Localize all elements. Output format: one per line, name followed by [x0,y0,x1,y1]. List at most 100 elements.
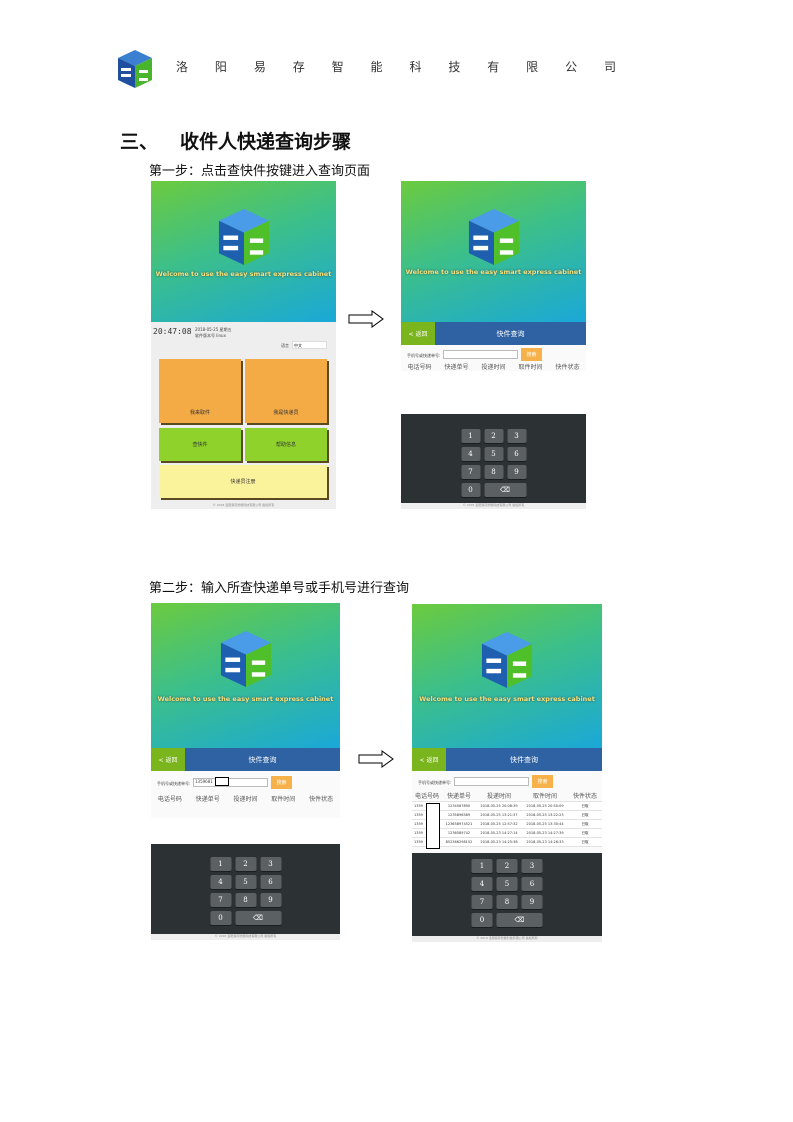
tile-send[interactable]: 我来取件 [159,359,241,423]
company-char: 公 [565,60,578,74]
key-5[interactable]: 5 [496,877,518,891]
footer: © 2018 洛阳易存智能科技有限公司 版权所有 [401,503,586,509]
tile-label: 查快件 [192,442,208,448]
cube-logo-icon [220,631,271,687]
key-3[interactable]: 3 [521,859,543,873]
key-0[interactable]: 0 [210,911,231,925]
title-bar: < 返回快件查询 [401,322,586,345]
company-char: 阳 [214,60,227,74]
key-0[interactable]: 0 [461,483,480,497]
key-0[interactable]: 0 [471,913,493,927]
search-button[interactable]: 搜索 [521,348,542,361]
company-char: 司 [603,60,616,74]
title-bar: < 返回快件查询 [151,748,340,771]
table-cell: 1236589742 [447,831,471,835]
section-title: 收件人快递查询步骤 [180,131,352,153]
date: 2018-05-25 星期五 [195,327,232,332]
tile-register[interactable]: 快递员注册 [159,465,327,498]
backspace-key[interactable]: ⌫ [235,911,281,925]
backspace-key[interactable]: ⌫ [484,483,526,497]
key-5[interactable]: 5 [484,447,503,461]
col-header: 快递单号 [195,795,220,803]
table-cell: 已取 [581,813,589,817]
tile-query[interactable]: 查快件 [159,428,241,461]
tile-courier[interactable]: 我是快递员 [245,359,327,423]
table-cell: 1359 [414,813,423,817]
key-3[interactable]: 3 [507,429,526,443]
table-cell: 2018-05-25 13:22:23 [526,813,564,817]
section-number: 三、 [120,131,159,153]
company-char: 易 [253,60,266,74]
title-bar: < 返回 快件查询 [412,748,602,771]
key-9[interactable]: 9 [521,895,543,909]
language-label: 语言 [281,343,289,348]
key-1[interactable]: 1 [461,429,480,443]
search-input[interactable]: 1359681 [193,778,268,787]
tile-label: 帮助信息 [275,442,296,448]
company-char: 限 [526,60,539,74]
backspace-icon: ⌫ [514,916,525,924]
key-7[interactable]: 7 [461,465,480,479]
key-5[interactable]: 5 [235,875,256,889]
search-input[interactable] [454,777,529,786]
company-name: 洛阳易存智能科技有限公司 [176,58,616,75]
key-6[interactable]: 6 [260,875,281,889]
key-8[interactable]: 8 [484,465,503,479]
back-button[interactable]: < 返回 [151,748,185,771]
cube-logo-icon [468,209,519,265]
key-3[interactable]: 3 [260,857,281,871]
table-cell: 2018-05-25 20:08:39 [480,804,518,808]
language-select[interactable]: 中文 [292,341,327,349]
key-4[interactable]: 4 [471,877,493,891]
table-cell: 1359 [414,831,423,835]
key-9[interactable]: 9 [260,893,281,907]
key-2[interactable]: 2 [496,859,518,873]
key-1[interactable]: 1 [210,857,231,871]
table-cell: 2018-05-23 14:25:38 [480,840,518,844]
key-8[interactable]: 8 [235,893,256,907]
table-cell: 1359 [414,822,423,826]
table-header: 电话号码快递单号投递时间取件时间快件状态 [412,792,602,802]
key-6[interactable]: 6 [521,877,543,891]
cube-logo-icon [218,209,269,265]
welcome-text: Welcome to use the easy smart express ca… [157,695,334,703]
tile-label: 快递员注册 [230,479,256,485]
tile-help[interactable]: 帮助信息 [245,428,327,461]
table-cell: 1235896589 [447,813,471,817]
key-4[interactable]: 4 [461,447,480,461]
search-input[interactable] [443,350,518,359]
key-9[interactable]: 9 [507,465,526,479]
col-header: 电话号码 [157,795,182,803]
search-button[interactable]: 搜索 [532,775,553,788]
table-cell: 2018-05-25 13:30:44 [526,822,564,826]
back-button[interactable]: < 返回 [401,322,435,345]
company-char: 有 [487,60,500,74]
version: 软件版本号 linux [195,333,226,338]
table-cell: 123658974521 [445,822,473,826]
company-char: 技 [448,60,461,74]
key-7[interactable]: 7 [210,893,231,907]
company-char: 洛 [176,60,189,74]
key-2[interactable]: 2 [235,857,256,871]
back-button[interactable]: < 返回 [412,748,446,771]
key-2[interactable]: 2 [484,429,503,443]
key-7[interactable]: 7 [471,895,493,909]
key-6[interactable]: 6 [507,447,526,461]
search-button[interactable]: 搜索 [271,776,292,789]
welcome-banner: Welcome to use the easy smart express ca… [151,603,340,748]
key-4[interactable]: 4 [210,875,231,889]
backspace-key[interactable]: ⌫ [496,913,543,927]
key-8[interactable]: 8 [496,895,518,909]
page-title: 快件查询 [510,755,538,764]
key-1[interactable]: 1 [471,859,493,873]
company-char: 能 [370,60,383,74]
